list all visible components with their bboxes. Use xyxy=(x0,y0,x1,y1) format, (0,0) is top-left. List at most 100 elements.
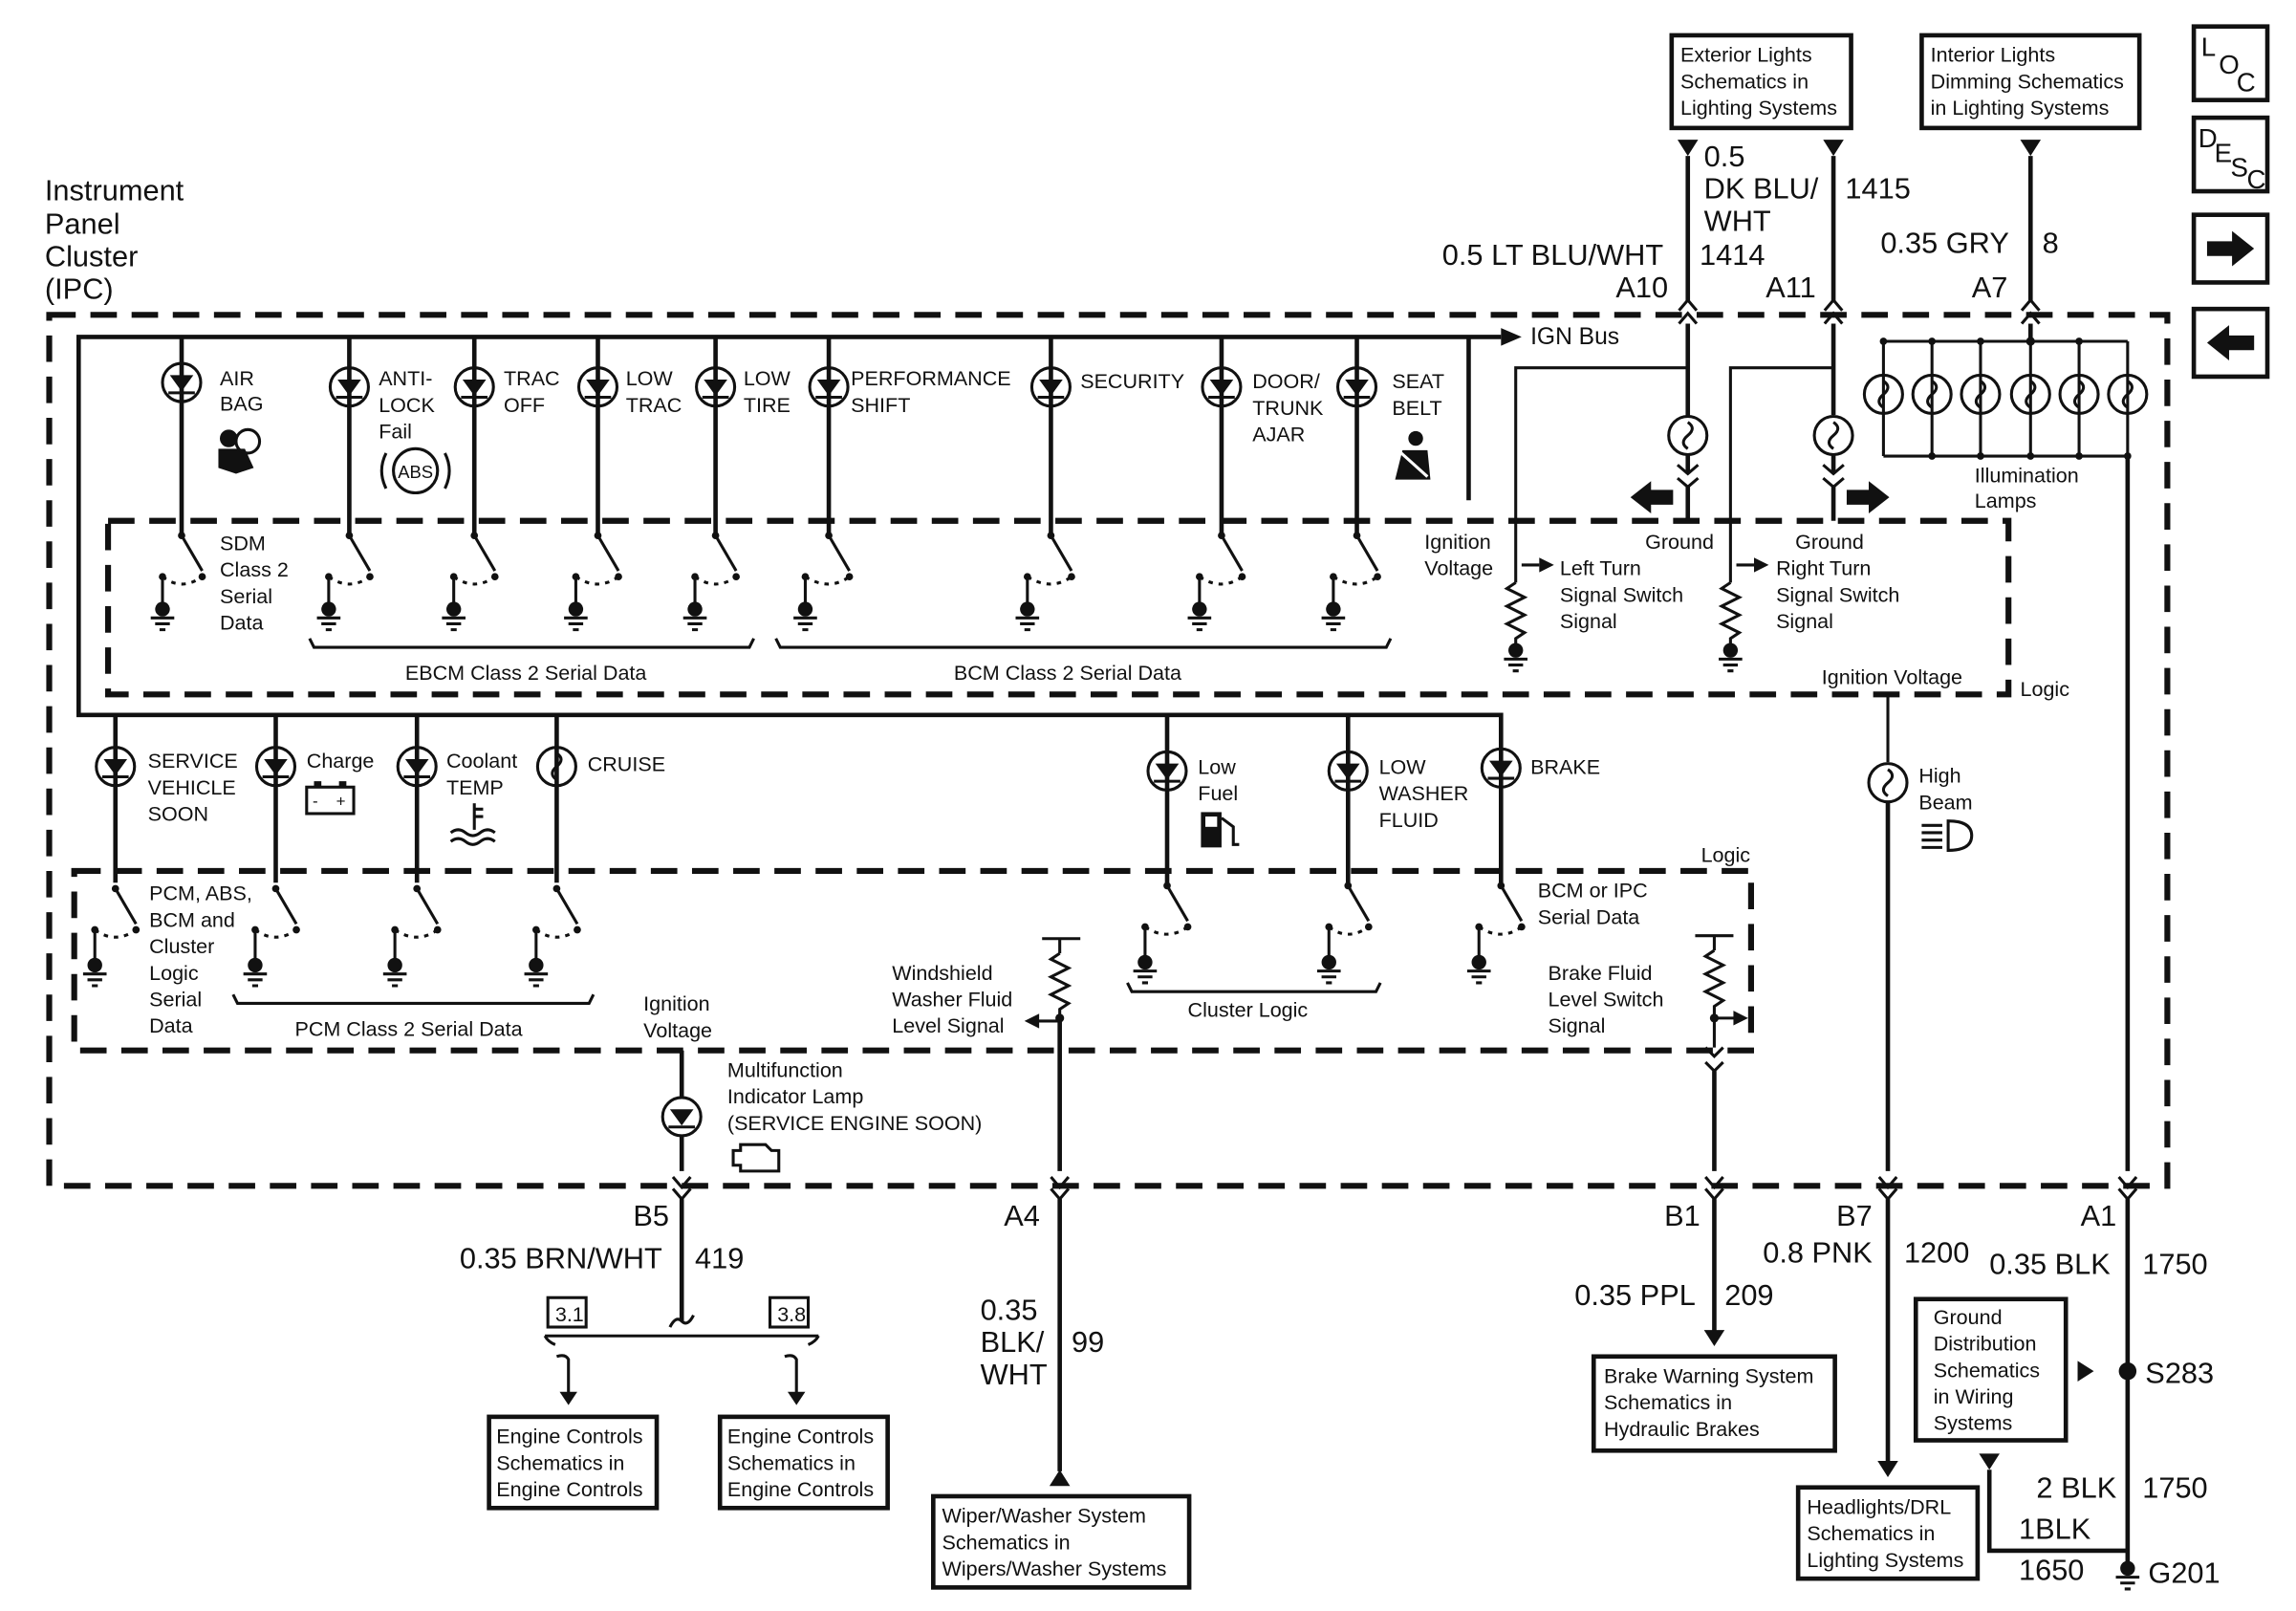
svg-text:DK BLU/: DK BLU/ xyxy=(1704,172,1819,206)
svg-text:Logic: Logic xyxy=(1701,844,1751,867)
svg-text:3.8: 3.8 xyxy=(777,1303,806,1326)
svg-text:Engine Controls: Engine Controls xyxy=(496,1478,642,1501)
svg-text:WHT: WHT xyxy=(1704,205,1771,238)
svg-text:Ground: Ground xyxy=(1934,1306,2003,1329)
wiper-washer-reference[interactable]: Wiper/Washer System Schematics in Wipers… xyxy=(931,1493,1192,1590)
svg-text:Coolant: Coolant xyxy=(446,750,517,773)
svg-text:Ground: Ground xyxy=(1645,531,1714,554)
svg-text:Data: Data xyxy=(220,612,264,635)
svg-text:G201: G201 xyxy=(2148,1557,2220,1590)
desc-button[interactable]: D E S C xyxy=(2191,115,2270,194)
svg-text:Fuel: Fuel xyxy=(1198,782,1238,805)
upper-logic-switches xyxy=(150,532,1381,632)
svg-text:A4: A4 xyxy=(1004,1199,1040,1232)
svg-text:IGN Bus: IGN Bus xyxy=(1530,324,1619,350)
svg-text:Exterior Lights: Exterior Lights xyxy=(1680,44,1812,67)
svg-text:0.35 BLK: 0.35 BLK xyxy=(1989,1248,2111,1281)
svg-text:A7: A7 xyxy=(1972,271,2008,304)
right-turn-signal-circuit: Ground Right Turn Signal Switch Signal I… xyxy=(1718,366,2069,701)
svg-text:Schematics in: Schematics in xyxy=(1680,70,1809,93)
svg-text:SEAT: SEAT xyxy=(1392,370,1444,393)
brake-warning-reference[interactable]: Brake Warning System Schematics in Hydra… xyxy=(1591,1354,1837,1453)
svg-text:SHIFT: SHIFT xyxy=(851,394,910,417)
svg-text:Multifunction: Multifunction xyxy=(727,1058,843,1081)
svg-text:Charge: Charge xyxy=(307,750,375,773)
engine-icon xyxy=(731,1143,781,1173)
engine-controls-reference-2[interactable]: Engine Controls Schematics in Engine Con… xyxy=(717,1414,890,1511)
svg-text:OFF: OFF xyxy=(504,394,545,417)
svg-text:(SERVICE ENGINE SOON): (SERVICE ENGINE SOON) xyxy=(727,1112,982,1135)
prev-page-button[interactable] xyxy=(2191,306,2270,380)
exterior-lights-reference[interactable]: Exterior Lights Schematics in Lighting S… xyxy=(1669,33,1853,131)
svg-text:VEHICLE: VEHICLE xyxy=(148,776,236,799)
svg-text:1650: 1650 xyxy=(2019,1554,2084,1587)
battery-icon: -+ xyxy=(305,781,356,816)
loc-button[interactable]: L O C xyxy=(2191,24,2270,102)
arrow-right-icon xyxy=(1846,481,1890,514)
wire-a4: A4 0.35 BLK/ WHT 99 xyxy=(981,1199,1104,1487)
engine-controls-reference-1[interactable]: Engine Controls Schematics in Engine Con… xyxy=(487,1414,660,1511)
wire-b5: B5 0.35 BRN/WHT 419 3.1 3.8 xyxy=(460,1199,820,1405)
lamp-low-washer-fluid: LOW WASHER FLUID xyxy=(1327,750,1468,832)
lower-logic-enclosure xyxy=(71,867,1754,1054)
svg-text:WHT: WHT xyxy=(981,1358,1048,1391)
svg-text:Engine Controls: Engine Controls xyxy=(496,1426,642,1448)
svg-text:Brake Warning System: Brake Warning System xyxy=(1604,1364,1813,1387)
svg-text:Schematics in: Schematics in xyxy=(942,1531,1071,1554)
svg-text:Left Turn: Left Turn xyxy=(1560,557,1641,580)
lamp-low-fuel: Low Fuel xyxy=(1146,750,1240,848)
svg-text:C: C xyxy=(2237,67,2256,97)
svg-text:Signal Switch: Signal Switch xyxy=(1560,583,1683,606)
lamp-trac-off: TRAC OFF xyxy=(453,366,560,417)
lamp-brake: BRAKE xyxy=(1480,747,1600,789)
svg-text:0.35 BRN/WHT: 0.35 BRN/WHT xyxy=(460,1241,662,1274)
svg-text:AJAR: AJAR xyxy=(1252,424,1305,446)
svg-text:SERVICE: SERVICE xyxy=(148,750,238,773)
svg-text:Wipers/Washer Systems: Wipers/Washer Systems xyxy=(942,1557,1167,1580)
svg-text:Serial: Serial xyxy=(149,989,202,1012)
svg-text:419: 419 xyxy=(695,1241,744,1274)
headlights-drl-reference[interactable]: Headlights/DRL Schematics in Lighting Sy… xyxy=(1795,1485,1981,1581)
windshield-washer-switch: Windshield Washer Fluid Level Signal xyxy=(892,937,1081,1171)
svg-text:D: D xyxy=(2199,123,2218,153)
brake-fluid-switch: Brake Fluid Level Switch Signal xyxy=(1549,934,1748,1171)
svg-text:FLUID: FLUID xyxy=(1379,809,1439,832)
svg-text:TRAC: TRAC xyxy=(626,394,682,417)
svg-text:-: - xyxy=(313,792,318,810)
svg-text:Schematics: Schematics xyxy=(1934,1359,2040,1382)
svg-text:Fail: Fail xyxy=(379,421,412,444)
lamp-high-beam: High Beam xyxy=(1867,694,1974,1171)
svg-text:Ignition: Ignition xyxy=(643,992,709,1015)
svg-text:Voltage: Voltage xyxy=(1424,557,1493,580)
svg-text:Data: Data xyxy=(149,1014,193,1037)
lamp-multifunction-indicator: Ignition Voltage Multifunction Indicator… xyxy=(643,992,982,1173)
svg-text:BCM and: BCM and xyxy=(149,908,235,931)
svg-text:in Wiring: in Wiring xyxy=(1934,1385,2014,1408)
svg-text:SDM: SDM xyxy=(220,533,266,555)
sdm-label: SDM Class 2 Serial Data xyxy=(220,533,289,635)
svg-text:Brake Fluid: Brake Fluid xyxy=(1549,962,1653,985)
svg-text:BCM or IPC: BCM or IPC xyxy=(1538,880,1648,903)
svg-text:Dimming Schematics: Dimming Schematics xyxy=(1931,70,2124,93)
svg-text:O: O xyxy=(2219,50,2240,79)
svg-text:LOW: LOW xyxy=(1379,755,1427,778)
svg-text:Low: Low xyxy=(1198,755,1236,778)
svg-text:Schematics in: Schematics in xyxy=(496,1451,624,1474)
svg-text:1200: 1200 xyxy=(1904,1235,1969,1269)
next-page-button[interactable] xyxy=(2191,212,2270,285)
ground-distribution-reference[interactable]: Ground Distribution Schematics in Wiring… xyxy=(1913,1296,2069,1443)
svg-text:1415: 1415 xyxy=(1845,172,1910,206)
svg-text:Interior Lights: Interior Lights xyxy=(1931,44,2055,67)
svg-text:Windshield: Windshield xyxy=(892,962,992,985)
wire-b7: B7 0.8 PNK 1200 xyxy=(1763,1199,1969,1477)
lower-logic-switches xyxy=(82,882,1526,988)
left-turn-signal-circuit: Ignition Voltage Ground Left Turn Signal… xyxy=(1424,366,1714,673)
svg-text:TRUNK: TRUNK xyxy=(1252,397,1324,420)
lamp-cruise: CRUISE xyxy=(535,746,665,788)
svg-text:PCM Class 2 Serial Data: PCM Class 2 Serial Data xyxy=(294,1017,522,1040)
interior-lights-reference[interactable]: Interior Lights Dimming Schematics in Li… xyxy=(1919,33,2142,131)
svg-text:Right Turn: Right Turn xyxy=(1776,557,1871,580)
svg-text:L: L xyxy=(2201,32,2216,61)
svg-text:TRAC: TRAC xyxy=(504,367,560,390)
